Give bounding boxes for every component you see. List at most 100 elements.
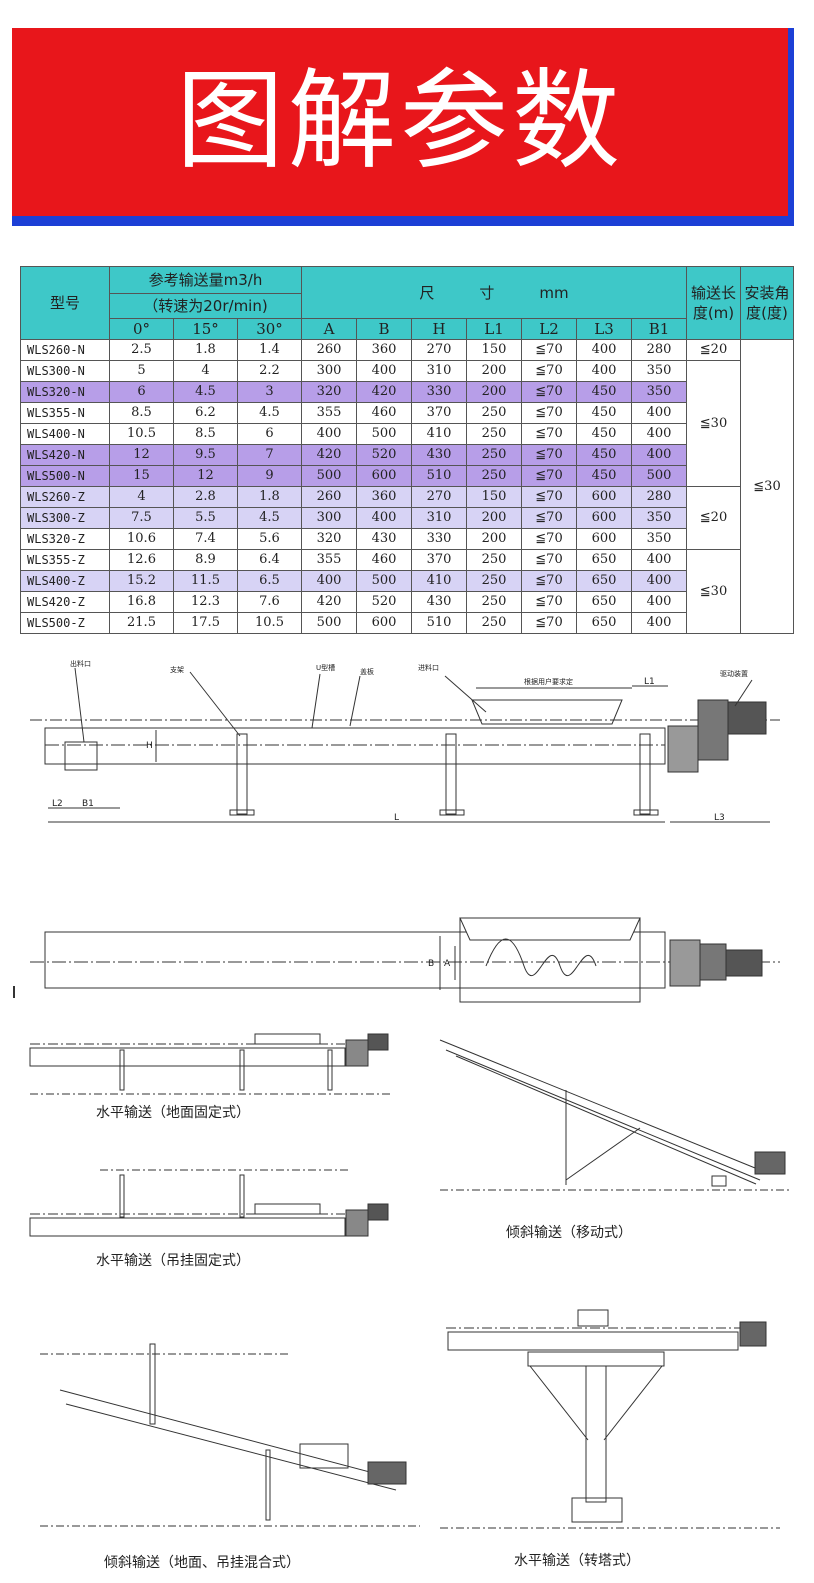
model-cell: WLS500-N (20, 465, 110, 487)
label-cover: 盖板 (360, 667, 374, 676)
header-angle-0: 0° (109, 318, 174, 340)
spec-table: 型号 参考输送量m3/h 尺 寸 mm 输送长度(m) 安装角度(度) （转速为… (20, 266, 794, 634)
capacity-cell: 4.5 (237, 507, 302, 529)
diagram-incline-mixed (40, 1343, 420, 1527)
label-inlet: 进料口 (418, 663, 439, 672)
dim-cell: 200 (466, 381, 522, 403)
diagram-turret (440, 1309, 780, 1529)
model-cell: WLS420-N (20, 444, 110, 466)
dim-cell: 510 (411, 465, 467, 487)
caption-hanging-fixed: 水平输送（吊挂固定式） (96, 1253, 250, 1269)
capacity-cell: 2.2 (237, 360, 302, 382)
dim-cell: 200 (466, 507, 522, 529)
dim-cell: ≦70 (521, 612, 577, 634)
capacity-cell: 2.8 (173, 486, 238, 508)
main-elevation (30, 667, 780, 823)
dim-cell: 400 (356, 507, 412, 529)
dim-cell: ≦70 (521, 507, 577, 529)
dim-cell: 370 (411, 402, 467, 424)
length-group-cell: ≦30 (686, 549, 741, 634)
dim-cell: 260 (301, 486, 357, 508)
dim-cell: 330 (411, 381, 467, 403)
capacity-cell: 8.5 (109, 402, 174, 424)
header-angle-2: 30° (237, 318, 302, 340)
capacity-cell: 15.2 (109, 570, 174, 592)
caption-ground-fixed: 水平输送（地面固定式） (96, 1105, 250, 1121)
dim-cell: ≦70 (521, 444, 577, 466)
length-group-cell: ≦20 (686, 486, 741, 550)
dim-cell: 420 (301, 591, 357, 613)
capacity-cell: 8.9 (173, 549, 238, 571)
dim-cell: 310 (411, 507, 467, 529)
dim-L: L (394, 813, 399, 823)
dim-B: B (428, 959, 434, 969)
diagram-hanging-fixed (29, 1169, 389, 1237)
caption-incline-mobile: 倾斜输送（移动式） (506, 1225, 632, 1241)
dim-cell: 370 (411, 549, 467, 571)
capacity-cell: 15 (109, 465, 174, 487)
dim-cell: 460 (356, 549, 412, 571)
dim-cell: 350 (631, 507, 687, 529)
dim-cell: 270 (411, 486, 467, 508)
label-drive: 驱动装置 (720, 669, 748, 678)
capacity-cell: 12.3 (173, 591, 238, 613)
dim-L2: L2 (52, 799, 63, 809)
dim-cell: 410 (411, 570, 467, 592)
dim-cell: 500 (301, 612, 357, 634)
dim-cell: 420 (301, 444, 357, 466)
capacity-cell: 10.5 (237, 612, 302, 634)
dim-cell: 150 (466, 486, 522, 508)
banner-title: 图解参数 (175, 59, 624, 184)
dim-B1: B1 (82, 799, 94, 809)
dim-cell: 520 (356, 591, 412, 613)
model-cell: WLS400-Z (20, 570, 110, 592)
dim-cell: 200 (466, 528, 522, 550)
dim-cell: 320 (301, 528, 357, 550)
dim-cell: 250 (466, 465, 522, 487)
capacity-cell: 5.6 (237, 528, 302, 550)
model-cell: WLS500-Z (20, 612, 110, 634)
dim-cell: 500 (356, 423, 412, 445)
dim-cell: ≦70 (521, 360, 577, 382)
dim-cell: 250 (466, 570, 522, 592)
model-cell: WLS300-Z (20, 507, 110, 529)
caption-turret: 水平输送（转塔式） (514, 1553, 640, 1569)
dim-cell: 400 (356, 360, 412, 382)
model-cell: WLS320-Z (20, 528, 110, 550)
dim-L3: L3 (714, 813, 725, 823)
capacity-cell: 4.5 (173, 381, 238, 403)
dim-cell: 460 (356, 402, 412, 424)
header-dim-3: L1 (466, 318, 522, 340)
dim-cell: 600 (356, 612, 412, 634)
capacity-cell: 21.5 (109, 612, 174, 634)
dim-cell: 600 (356, 465, 412, 487)
dim-cell: 400 (631, 423, 687, 445)
dim-H: H (146, 741, 153, 751)
dim-cell: 330 (411, 528, 467, 550)
capacity-cell: 7 (237, 444, 302, 466)
dim-cell: 400 (576, 339, 632, 361)
dim-cell: 450 (576, 465, 632, 487)
dim-cell: 510 (411, 612, 467, 634)
dim-cell: 150 (466, 339, 522, 361)
length-group-cell: ≦30 (686, 360, 741, 487)
header-angle: 安装角度(度) (740, 266, 794, 340)
header-dim-6: B1 (631, 318, 687, 340)
angle-cell: ≦30 (740, 339, 794, 634)
label-support: 支架 (170, 665, 184, 674)
dim-cell: 500 (301, 465, 357, 487)
header-dim-1: B (356, 318, 412, 340)
dim-cell: 450 (576, 444, 632, 466)
dim-cell: 400 (301, 570, 357, 592)
dim-cell: 400 (631, 612, 687, 634)
dim-L1: L1 (644, 677, 655, 687)
